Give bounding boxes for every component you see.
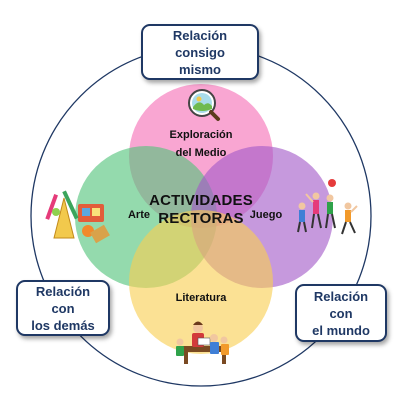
label-exploracion-del-medio: Exploración del Medio — [169, 129, 233, 159]
circle-literatura — [129, 210, 273, 354]
box-relacion-con-los-demas: Relación con los demás — [16, 280, 110, 336]
box-relacion-con-el-mundo-text: Relación con el mundo — [312, 288, 370, 338]
label-arte: Arte — [127, 209, 150, 221]
box-relacion-con-los-demas-text: Relación con los demás — [31, 283, 95, 333]
reading-adult-children-icon — [176, 321, 229, 364]
box-relacion-consigo-mismo: Relación consigo mismo — [141, 24, 259, 80]
box-relacion-con-el-mundo: Relación con el mundo — [295, 284, 387, 342]
magnifier-icon — [188, 89, 220, 121]
label-juego: Juego — [249, 209, 283, 221]
label-actividades-rectoras: ACTIVIDADES RECTORAS — [149, 192, 253, 227]
box-relacion-consigo-mismo-text: Relación consigo mismo — [172, 27, 228, 77]
children-playing-icon — [297, 179, 358, 235]
label-literatura: Literatura — [175, 292, 227, 304]
art-supplies-icon — [45, 190, 110, 244]
